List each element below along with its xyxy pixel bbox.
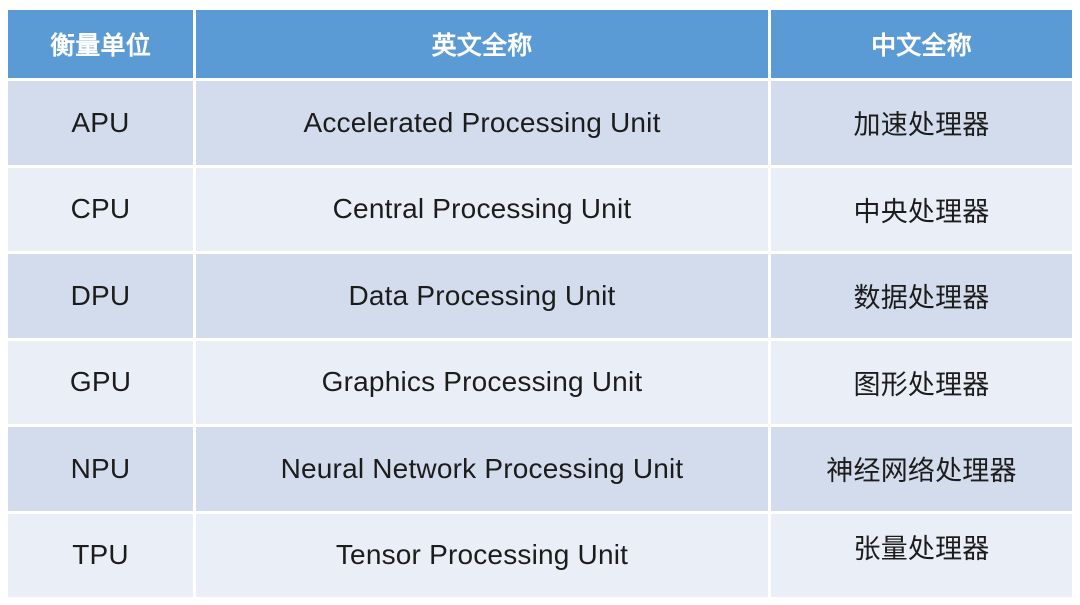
header-cell-chinese: 中文全称	[771, 10, 1072, 78]
header-cell-english: 英文全称	[196, 10, 768, 78]
english-cell: Data Processing Unit	[196, 254, 768, 338]
english-cell: Tensor Processing Unit	[196, 513, 768, 597]
table-row: DPU Data Processing Unit 数据处理器	[8, 254, 1072, 338]
english-cell: Accelerated Processing Unit	[196, 81, 768, 165]
table-row: NPU Neural Network Processing Unit 神经网络处…	[8, 427, 1072, 511]
header-cell-unit: 衡量单位	[8, 10, 193, 78]
chinese-cell: 加速处理器	[771, 81, 1072, 165]
table-header-row: 衡量单位 英文全称 中文全称	[8, 10, 1072, 78]
unit-cell: GPU	[8, 340, 193, 424]
table-row: GPU Graphics Processing Unit 图形处理器	[8, 340, 1072, 424]
chinese-cell: 张量处理器	[771, 513, 1072, 597]
unit-cell: TPU	[8, 513, 193, 597]
chinese-cell: 数据处理器	[771, 254, 1072, 338]
chinese-cell: 中央处理器	[771, 167, 1072, 251]
english-cell: Central Processing Unit	[196, 167, 768, 251]
english-cell: Neural Network Processing Unit	[196, 427, 768, 511]
chinese-cell: 图形处理器	[771, 340, 1072, 424]
unit-cell: APU	[8, 81, 193, 165]
processor-units-table: 衡量单位 英文全称 中文全称 APU Accelerated Processin…	[8, 10, 1072, 597]
english-cell: Graphics Processing Unit	[196, 340, 768, 424]
table-row: TPU Tensor Processing Unit 张量处理器	[8, 513, 1072, 597]
unit-cell: CPU	[8, 167, 193, 251]
table-row: APU Accelerated Processing Unit 加速处理器	[8, 81, 1072, 165]
table-row: CPU Central Processing Unit 中央处理器	[8, 167, 1072, 251]
unit-cell: DPU	[8, 254, 193, 338]
chinese-cell: 神经网络处理器	[771, 427, 1072, 511]
unit-cell: NPU	[8, 427, 193, 511]
